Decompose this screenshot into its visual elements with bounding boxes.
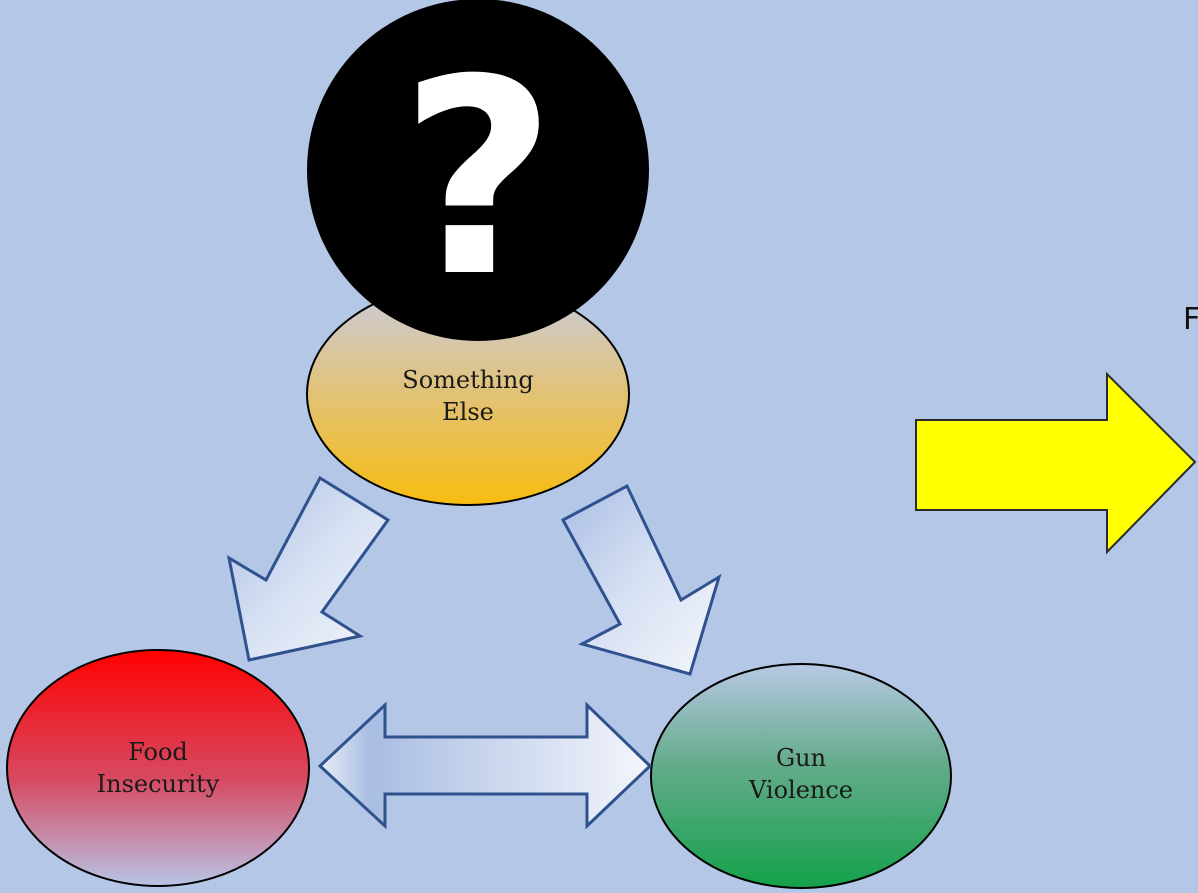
food-insecurity-line1: Food (128, 738, 188, 766)
gun-violence-line2: Violence (748, 776, 853, 804)
gun-violence-line1: Gun (775, 744, 827, 772)
food-insecurity-label: Food Insecurity (58, 736, 258, 800)
something-else-line1: Something (402, 366, 534, 394)
arrow-to-food-insecurity (226, 475, 391, 662)
question-glyph: ? (400, 21, 557, 336)
question-mark-icon: ? (307, 0, 649, 341)
double-arrow-food-gun (317, 701, 653, 830)
gun-violence-node (650, 663, 952, 889)
food-insecurity-line2: Insecurity (96, 770, 220, 798)
gun-violence-label: Gun Violence (701, 742, 901, 806)
something-else-line2: Else (442, 398, 494, 426)
yellow-right-arrow (915, 371, 1197, 555)
food-insecurity-node (6, 649, 310, 887)
arrow-to-gun-violence (560, 483, 722, 676)
something-else-label: Something Else (368, 364, 568, 428)
cut-off-heading-text: F (1183, 302, 1198, 337)
